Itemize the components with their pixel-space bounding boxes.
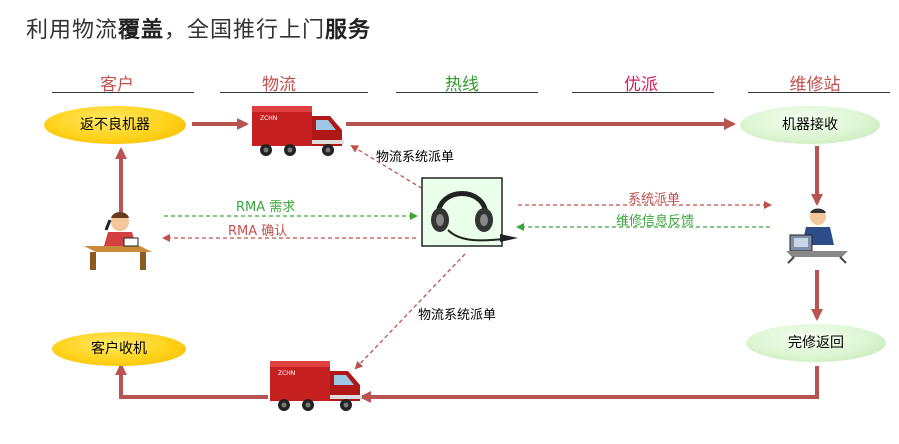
column-header-customer: 客户 [100, 75, 134, 95]
title-part-2: 覆盖 [118, 18, 165, 43]
label-rma-request: RMA 需求 [236, 200, 296, 215]
page-title: 利用物流覆盖，全国推行上门服务 [26, 12, 371, 44]
truck-icon: ZCHN [252, 106, 344, 156]
node-complete-return: 完修返回 [746, 324, 886, 362]
column-header-repair-station: 维修站 [789, 75, 841, 95]
column-underline [396, 92, 538, 93]
node-machine-receive: 机器接收 [740, 106, 880, 144]
dash-dispatch-top [350, 144, 429, 193]
svg-text:ZCHN: ZCHN [260, 115, 277, 122]
title-part-1: 利用物流 [26, 18, 119, 43]
technician-icon [786, 208, 848, 264]
customer-phone-icon [84, 212, 152, 270]
arrow-return-to-logistics [359, 366, 819, 403]
column-underline [52, 92, 194, 93]
column-header-viewsonic: 优派 [624, 75, 658, 95]
column-underline [748, 92, 890, 93]
dash-dispatch-bottom [354, 253, 466, 370]
svg-text:ZCHN: ZCHN [278, 370, 295, 377]
label-system-dispatch: 系统派单 [628, 192, 681, 207]
label-dispatch-top: 物流系统派单 [376, 150, 455, 165]
label-rma-confirm: RMA 确认 [228, 224, 288, 239]
column-header-hotline: 热线 [445, 75, 479, 95]
title-part-4: 服务 [325, 18, 372, 43]
column-header-logistics: 物流 [262, 75, 296, 95]
label-dispatch-bottom: 物流系统派单 [418, 308, 497, 323]
label-repair-feedback: 维修信息反馈 [616, 214, 695, 229]
title-part-3: ，全国推行上门 [164, 18, 326, 43]
truck-icon: ZCHN [270, 361, 362, 411]
arrow-to-customer-receive [115, 363, 268, 399]
column-underline [572, 92, 714, 93]
node-customer-receive: 客户收机 [52, 332, 186, 366]
column-underline [220, 92, 368, 93]
node-defective-machine: 返不良机器 [44, 106, 186, 144]
headset-icon [421, 177, 518, 247]
